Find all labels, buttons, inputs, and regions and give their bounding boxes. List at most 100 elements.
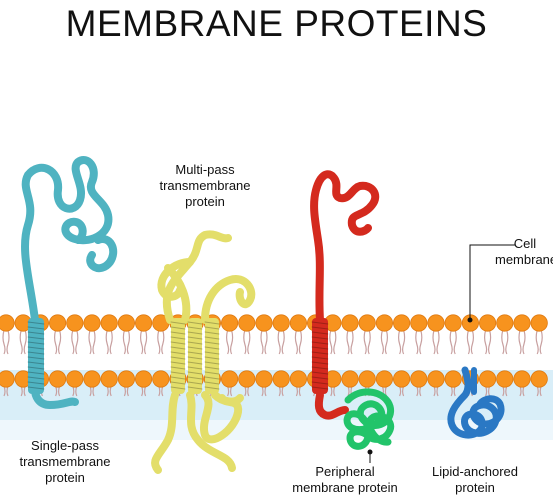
lipid-head [100,370,118,388]
lipid-head [135,370,153,388]
helix-turn [187,366,203,370]
helix-turn [27,376,45,380]
lipid-head [117,370,136,388]
helix-turn [27,336,45,340]
lipid-head [496,314,514,332]
lipid-tail [260,329,268,355]
helix-turn [204,376,220,380]
helix-body [205,318,219,394]
lipid-tail [329,329,337,355]
helix-turn [170,366,186,370]
helix-turn [170,356,186,360]
single-pass-protein [21,156,118,409]
helix-turn [311,376,329,380]
helix-turn [204,336,220,340]
multi-pass-label: Multi-pass transmembrane protein [159,162,251,209]
helix-turn [170,321,186,325]
lipid-head [444,370,462,388]
helix-turn [187,376,203,380]
lipid-head [66,314,84,332]
lipid-head [83,370,101,388]
helix-turn [311,371,329,375]
lipid-head [0,370,15,388]
lipid-tail [54,329,62,355]
helix-turn [187,386,203,390]
helix-turn [311,366,329,370]
lipid-head [478,314,497,332]
helix-turn [311,351,329,355]
helix-turn [204,321,220,325]
helix-turn [204,351,220,355]
lipid-tail [398,329,406,355]
lipid-head [100,314,118,332]
helix-turn [187,361,203,365]
helix-turn [311,321,329,325]
helix-turn [204,381,220,385]
red-transmembrane-protein [310,170,380,420]
lipid-tail [466,329,474,355]
lipid-tail [346,329,354,355]
helix-turn [170,351,186,355]
lipid-head [358,314,376,332]
helix-turn [311,361,329,365]
helix-turn [204,366,220,370]
lipid-head [427,314,445,332]
lipid-head [530,314,548,332]
helix-turn [204,386,220,390]
helix-turn [187,341,203,345]
lipid-head [410,370,428,388]
helix-turn [204,371,220,375]
helix-turn [311,356,329,360]
lipid-tail [294,329,302,355]
lipid-anchored-protein [447,366,505,439]
lipid-tail [518,329,526,355]
lipid-anchored-label: Lipid-anchored protein [431,464,518,495]
lipid-head [341,370,359,388]
lipid-head [117,314,136,332]
helix-turn [187,326,203,330]
helix-body [28,318,44,394]
lipid-head [341,314,359,332]
helix-turn [204,356,220,360]
lipid-head [221,370,239,388]
helix-turn [170,381,186,385]
lipid-tail [243,329,251,355]
lipid-tail [226,329,234,355]
helix-turn [187,371,203,375]
helix-turn [27,366,45,370]
lipid-head [48,370,67,388]
helix-turn [170,326,186,330]
lipid-head [496,370,514,388]
lipid-head [392,314,411,332]
lipid-head [530,370,548,388]
lipid-head [392,370,411,388]
lipid-head [66,370,84,388]
lipid-head [427,370,445,388]
peripheral-protein [343,388,395,450]
lipid-head [152,370,170,388]
lipid-head [255,370,273,388]
lipid-head [478,370,497,388]
lipid-head [272,314,290,332]
helix-turn [170,376,186,380]
lipid-tail [19,329,27,355]
helix-turn [204,341,220,345]
helix-turn [187,351,203,355]
helix-turn [170,371,186,375]
cell-membrane-leader [469,244,515,320]
helix-body [312,318,328,394]
multi-pass-protein [151,230,256,474]
lipid-head [255,314,273,332]
lipid-tail [535,329,543,355]
helix-turn [311,346,329,350]
helix-turn [311,326,329,330]
helix-turn [27,361,45,365]
helix-turn [27,371,45,375]
helix-turn [170,386,186,390]
lipid-head [375,314,393,332]
helix-turn [170,346,186,350]
lipid-tail [484,329,492,355]
helix-turn [27,351,45,355]
helix-turn [27,346,45,350]
